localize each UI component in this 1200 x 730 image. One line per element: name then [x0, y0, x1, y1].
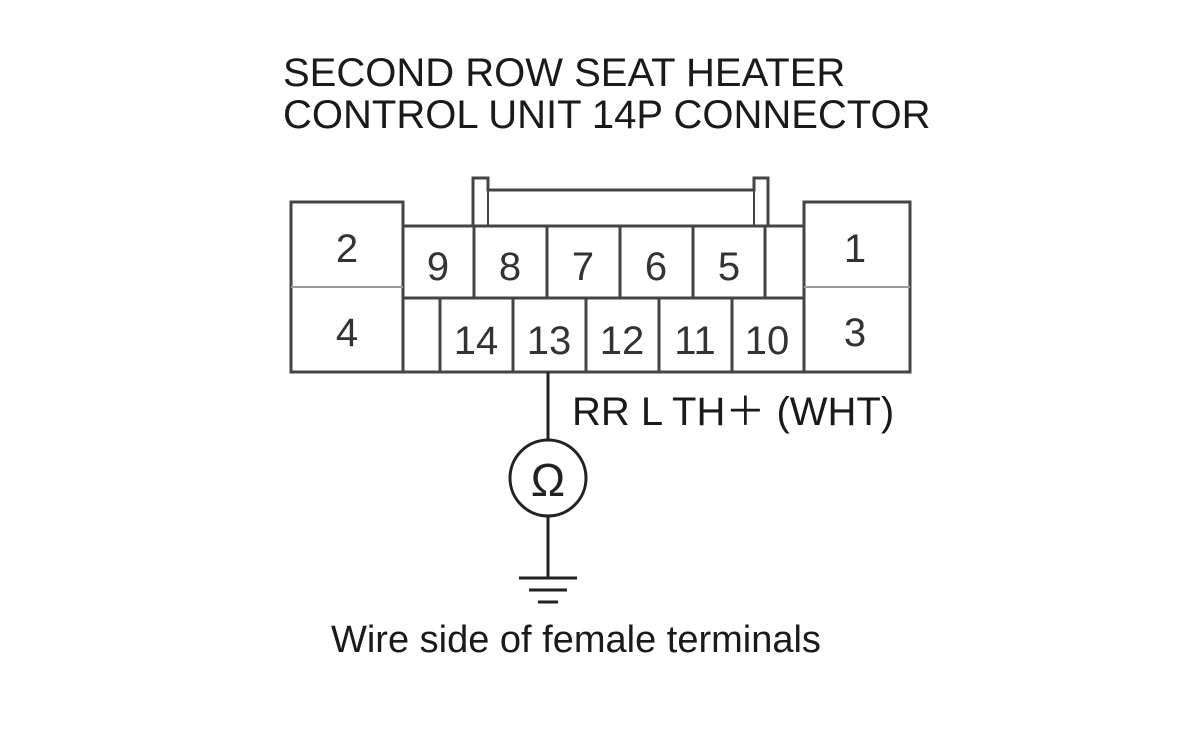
- pin-7: 7: [572, 245, 594, 289]
- title-line-2: CONTROL UNIT 14P CONNECTOR: [283, 93, 931, 137]
- wire-label: RR L TH＋ (WHT): [572, 390, 895, 434]
- ground-icon: [519, 576, 577, 604]
- pin-6: 6: [645, 245, 667, 289]
- title-line-1: SECOND ROW SEAT HEATER: [283, 51, 846, 95]
- pin-8: 8: [499, 245, 521, 289]
- pin-2: 2: [336, 227, 358, 271]
- ohm-symbol: Ω: [531, 454, 565, 506]
- pin-14: 14: [454, 319, 499, 363]
- pin-5: 5: [718, 245, 740, 289]
- pin-3: 3: [844, 311, 866, 355]
- pin-12: 12: [600, 319, 645, 363]
- pin-11: 11: [674, 319, 716, 363]
- pin-13: 13: [527, 319, 572, 363]
- pin-10: 10: [745, 319, 790, 363]
- pin-4: 4: [336, 311, 358, 355]
- terminal-view-caption: Wire side of female terminals: [331, 619, 821, 661]
- pin-1: 1: [844, 227, 866, 271]
- connector-lock-tab: [471, 176, 770, 226]
- pin-9: 9: [427, 245, 449, 289]
- diagram-title: SECOND ROW SEAT HEATER CONTROL UNIT 14P …: [283, 52, 1043, 136]
